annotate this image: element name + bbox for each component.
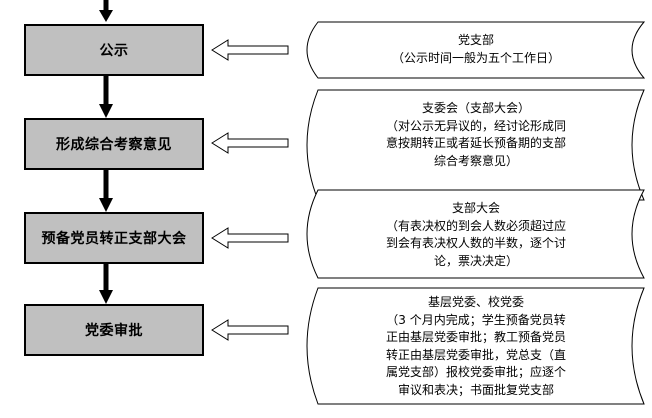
note-2-line-1: 支委会（支部大会） (421, 101, 530, 115)
note-shape-2 (306, 89, 645, 201)
note-shape-1 (306, 21, 646, 79)
note-4-line-3: 正由基层党委审批；教工预备党员 (385, 330, 566, 344)
step-box-branch-meeting: 预备党员转正支部大会 (24, 212, 204, 264)
note-1-line-1: 党支部 (457, 33, 494, 47)
note-shape-4 (306, 287, 645, 405)
note-4-line-6: 审议和表决；书面批复党支部 (397, 382, 554, 397)
hollow-arrow-3 (211, 227, 289, 249)
hollow-arrow-2 (211, 132, 289, 154)
note-3-line-4: 论，票决决定） (433, 253, 518, 268)
note-4-line-1: 基层党委、校党委 (427, 295, 524, 309)
note-1-line-2: （公示时间一般为五个工作日） (391, 50, 560, 65)
note-3-line-3: 到会有表决权人数的半数，逐个讨 (385, 236, 566, 250)
step-label-committee-approval: 党委审批 (85, 323, 143, 339)
step-box-evaluation: 形成综合考察意见 (24, 118, 204, 170)
note-2-line-3: 意按期转正或者延长预备期的支部 (385, 136, 566, 150)
note-2-line-4: 综合考察意见） (433, 153, 518, 168)
note-2-line-2: （对公示无异议的，经讨论形成同 (385, 118, 566, 133)
step-label-evaluation: 形成综合考察意见 (56, 137, 172, 153)
note-text-2: 支委会（支部大会） （对公示无异议的，经讨论形成同 意按期转正或者延长预备期的支… (326, 100, 626, 170)
note-3-line-2: （有表决权的到会人数必须超过应 (385, 218, 566, 233)
note-text-4: 基层党委、校党委 （3 个月内完成；学生预备党员转 正由基层党委审批；教工预备党… (326, 294, 626, 399)
note-4-line-4: 转正由基层党委审批，党总支（直 (385, 347, 566, 362)
note-text-3: 支部大会 （有表决权的到会人数必须超过应 到会有表决权人数的半数，逐个讨 论，票… (326, 200, 626, 270)
step-box-publicity: 公示 (24, 24, 204, 76)
step-label-publicity: 公示 (99, 43, 129, 59)
hollow-arrow-4 (211, 319, 289, 341)
note-3-line-1: 支部大会 (451, 201, 500, 215)
note-text-1: 党支部 （公示时间一般为五个工作日） (326, 32, 626, 67)
step-box-committee-approval: 党委审批 (24, 304, 204, 356)
flow-arrow-top (99, 0, 113, 22)
hollow-arrow-1 (211, 39, 289, 61)
flow-arrow-2-3 (99, 170, 113, 212)
step-label-branch-meeting: 预备党员转正支部大会 (41, 231, 187, 247)
note-4-line-2: （3 个月内完成；学生预备党员转 (386, 312, 566, 327)
flow-arrow-3-4 (99, 264, 113, 304)
note-4-line-5: 属党支部）报校党委审批；应逐个 (385, 365, 566, 379)
note-shape-3 (306, 189, 645, 279)
flow-arrow-1-2 (99, 76, 113, 118)
